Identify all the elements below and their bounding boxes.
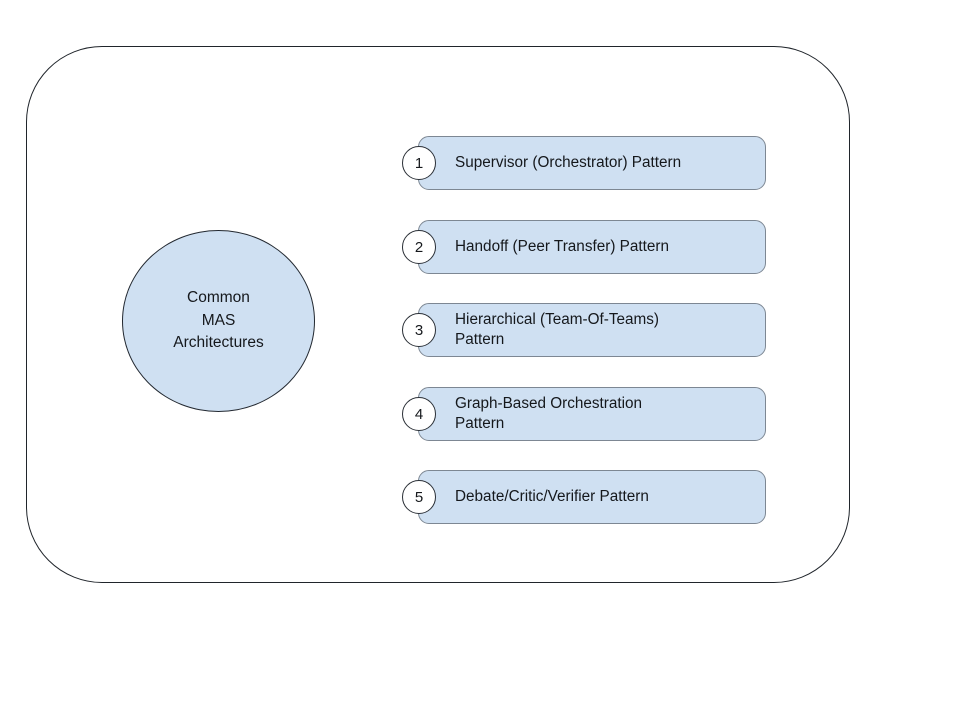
pattern-card-1[interactable]: 1 Supervisor (Orchestrator) Pattern: [402, 136, 766, 190]
step-badge-2: 2: [402, 230, 436, 264]
pattern-card-4-label: Graph-Based Orchestration Pattern: [455, 395, 643, 432]
step-badge-4: 4: [402, 397, 436, 431]
hub-node-common-mas-architectures[interactable]: Common MAS Architectures: [122, 230, 315, 412]
hub-label-line-1: Common: [187, 289, 250, 307]
pattern-card-3-label: Hierarchical (Team-Of-Teams) Pattern: [455, 311, 659, 348]
hub-label-line-3: Architectures: [173, 334, 264, 352]
step-badge-5: 5: [402, 480, 436, 514]
pattern-card-5-label: Debate/Critic/Verifier Pattern: [455, 488, 649, 505]
pattern-card-4[interactable]: 4 Graph-Based Orchestration Pattern: [402, 387, 766, 441]
pattern-card-1-label: Supervisor (Orchestrator) Pattern: [455, 154, 682, 171]
pattern-card-2-label: Handoff (Peer Transfer) Pattern: [455, 238, 669, 255]
hub-label-line-2: MAS: [201, 311, 236, 329]
step-badge-1: 1: [402, 146, 436, 180]
step-badge-3: 3: [402, 313, 436, 347]
pattern-card-2[interactable]: 2 Handoff (Peer Transfer) Pattern: [402, 220, 766, 274]
pattern-card-3[interactable]: 3 Hierarchical (Team-Of-Teams) Pattern: [402, 303, 766, 357]
pattern-card-5[interactable]: 5 Debate/Critic/Verifier Pattern: [402, 470, 766, 524]
